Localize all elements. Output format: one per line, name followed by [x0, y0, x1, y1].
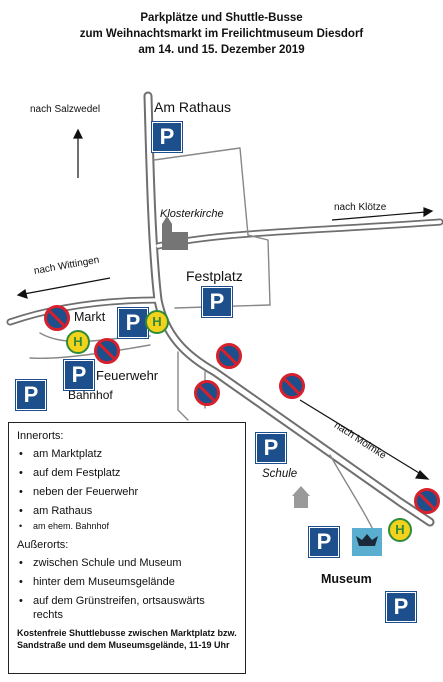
bus-stop-sign-markt: H: [145, 310, 169, 334]
parking-sign-markt: P: [118, 308, 148, 338]
no-parking-sign-3: [216, 343, 242, 369]
church-icon: [162, 216, 188, 250]
legend-item: neben der Feuerwehr: [17, 485, 237, 499]
label-schule: Schule: [262, 468, 298, 480]
arrow-salzwedel-head: [73, 128, 83, 139]
arrow-wittingen: [23, 277, 111, 295]
legend-shuttle-note: Kostenfreie Shuttlebusse zwischen Marktp…: [17, 628, 237, 650]
legend-item: zwischen Schule und Museum: [17, 556, 237, 570]
legend-item: hinter dem Museumsgelände: [17, 575, 237, 589]
label-nach-kloetze: nach Klötze: [334, 202, 387, 213]
no-parking-sign-1: [44, 305, 70, 331]
no-parking-sign-5: [279, 373, 305, 399]
arrow-kloetze: [331, 211, 427, 221]
street-bahnhof-2: [29, 344, 151, 359]
main-road-fill: [145, 93, 433, 525]
legend-innerorts-heading: Innerorts:: [17, 430, 64, 442]
legend-item: am Marktplatz: [17, 447, 237, 461]
arrow-molmke-head: [415, 470, 430, 480]
legend-ausserorts-heading: Außerorts:: [17, 539, 69, 551]
street-festplatz-east: [247, 234, 271, 306]
parking-sign-feuerwehr: P: [64, 360, 94, 390]
label-klosterkirche: Klosterkirche: [160, 208, 224, 220]
label-bahnhof: Bahnhof: [68, 388, 113, 402]
wittingen-road-fill: [8, 298, 160, 324]
parking-sign-museum-1: P: [309, 527, 339, 557]
label-markt: Markt: [74, 310, 106, 324]
parking-sign-rathaus: P: [152, 122, 182, 152]
map-title: Parkplätze und Shuttle-Busse zum Weihnac…: [0, 10, 443, 58]
parking-sign-schule: P: [256, 433, 286, 463]
legend-ausserorts-list: zwischen Schule und Museum hinter dem Mu…: [17, 556, 237, 622]
label-museum: Museum: [321, 572, 372, 586]
no-parking-sign-4: [194, 380, 220, 406]
parking-sign-museum-2: P: [386, 592, 416, 622]
legend-item: auf dem Festplatz: [17, 466, 237, 480]
arrow-molmke: [299, 399, 425, 477]
parking-sign-bahnhof: P: [16, 380, 46, 410]
label-festplatz: Festplatz: [186, 268, 243, 284]
label-am-rathaus: Am Rathaus: [154, 99, 232, 115]
street-feuerwehr-box: [177, 351, 189, 421]
legend-box: Innerorts: am Marktplatz auf dem Festpla…: [8, 422, 246, 674]
museum-logo-icon: [352, 528, 382, 556]
title-line-3: am 14. und 15. Dezember 2019: [138, 44, 305, 56]
school-building-icon: [292, 486, 310, 508]
bus-stop-sign-bahnhof: H: [66, 330, 90, 354]
arrow-kloetze-head: [423, 207, 434, 218]
no-parking-sign-2: [94, 338, 120, 364]
legend-item: am Rathaus: [17, 504, 237, 518]
title-line-2: zum Weihnachtsmarkt im Freilichtmuseum D…: [79, 28, 364, 40]
legend-innerorts-list: am Marktplatz auf dem Festplatz neben de…: [17, 447, 237, 533]
label-nach-salzwedel: nach Salzwedel: [30, 104, 101, 115]
street-rathaus-loop: [153, 147, 249, 236]
legend-item-small: am ehem. Bahnhof: [17, 519, 237, 533]
legend-item: auf dem Grünstreifen, ortsauswärts recht…: [17, 594, 237, 622]
arrow-wittingen-head: [16, 288, 28, 299]
title-line-1: Parkplätze und Shuttle-Busse: [140, 12, 303, 24]
bus-stop-sign-museum: H: [388, 518, 412, 542]
parking-sign-festplatz: P: [202, 287, 232, 317]
label-feuerwehr: Feuerwehr: [96, 368, 159, 383]
no-parking-sign-6: [414, 488, 440, 514]
